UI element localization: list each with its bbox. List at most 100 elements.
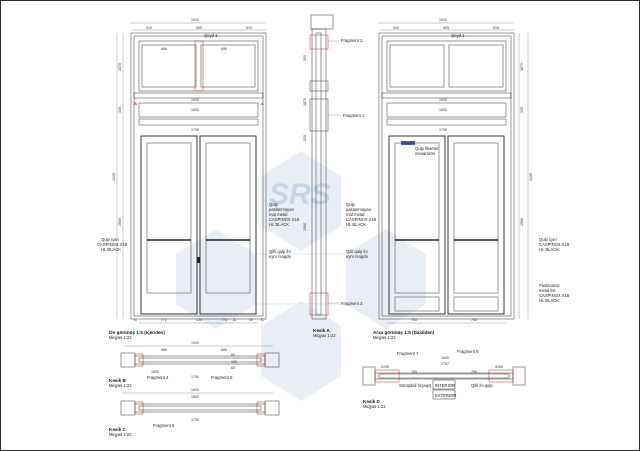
front-view-title: Ön görünüş 1:5 (Içeriden) (109, 329, 165, 335)
label-section-c-title-lines-1: Miqyas 1:22 (109, 432, 132, 437)
label-front-view-height-dims-1: 330 (118, 107, 122, 113)
label-rear-view-height-dims-1: 330 (520, 107, 524, 113)
label-rear-view-bottom-dims-1: 765 (471, 318, 477, 322)
label-rear-view-right-label-upper-0: Qulp içəri (539, 237, 557, 242)
label-rear-view-height-dims-3: 4100 (529, 173, 533, 181)
label-front-view-dims-mid-1: 1800 (191, 108, 199, 112)
front-transom-glass-left (141, 44, 197, 88)
label-section-a-fragments-1: Fragment 1 (343, 113, 365, 118)
label-rear-view-right-label-upper-1: CASPINOX X18 (539, 242, 570, 247)
label-section-a-dims-3: 2900 (303, 223, 307, 231)
rear-transom-glass-left (389, 44, 445, 88)
section-c-title: Kəsik C (109, 427, 127, 432)
label-front-view-left-label-0: Qulp içəri (101, 237, 119, 242)
label-section-d-dims-4: 765 (411, 370, 417, 374)
label-rear-view-handle-note-0: Qulp fikseter (415, 146, 439, 151)
label-front-view-markers-3: A (233, 317, 236, 322)
label-rear-view-right-label-lower-2: CASPINOX X18 (539, 293, 570, 298)
label-front-view-dims-top-2: 510 (246, 26, 252, 30)
label-rear-view-dims-mid-0: 1920 (439, 98, 447, 102)
rear-door-left-glass (394, 142, 440, 294)
label-section-a-dims-2: 330 (303, 135, 307, 141)
label-front-view-bottom-dims-3: 30 (249, 318, 253, 322)
label-section-d-fragments-1: Fragment 8 (457, 349, 479, 354)
label-rear-view-left-label-lower-1: eyni rəngdə (346, 254, 369, 259)
label-rear-view-left-label-lower-0: Qifil qulp ilə (346, 249, 368, 254)
label-front-view-title-lines-1: Miqyas 1:22 (109, 335, 132, 340)
label-section-b-dims-5: 120 (231, 360, 237, 364)
rear-kickplate-left (394, 296, 440, 312)
label-section-b-dims-6: 60 (231, 353, 235, 357)
label-section-c-fragments-0: Fragment 6 (153, 423, 175, 428)
front-view: 1920 510 905 510 Qeyd 1 686 686 1920 180… (97, 18, 300, 340)
label-front-view-bottom-dims-1: 120 (196, 318, 202, 322)
label-rear-view-right-label-lower-0: Paslanmaz (539, 283, 560, 288)
front-transom-label: Qeyd 1 (204, 33, 218, 38)
label-rear-view-right-label-lower-1: metal list (539, 288, 556, 293)
rear-door-right-glass (453, 142, 499, 294)
front-door-left-glass (146, 142, 192, 294)
rear-transom-label: Qeyd 1 (451, 33, 465, 38)
label-section-d-notes-0: Sürüşdəli fırçaqış (399, 383, 431, 388)
label-rear-view-dims-top-2: 510 (493, 26, 499, 30)
label-front-view-right-label-upper-3: CASPINOX X18 (269, 217, 300, 222)
label-front-view-right-label-upper-2: mat metal (269, 212, 287, 217)
label-rear-view-left-label-upper-3: CASPINOX X18 (346, 217, 377, 222)
label-rear-view-right-label-lower-3: HL BLACK (539, 298, 559, 303)
label-rear-view-bottom-dims-0: 765 (411, 318, 417, 322)
rear-view: 1920 510 905 510 Qeyd 1 1920 1800 1700 Q… (346, 18, 570, 340)
label-section-b-dims-2: 686 (221, 348, 227, 352)
label-front-view-left-label-2: HL BLACK (101, 247, 121, 252)
label-front-view-right-label-lower-0: Qifil qulp ilə (269, 249, 291, 254)
label-rear-view-handle-note-1: mexanizmi (415, 151, 435, 156)
label-rear-view-left-label-upper-0: Qulp (346, 202, 356, 207)
label-rear-view-dims-mid-1: 1800 (439, 108, 447, 112)
label-front-view-dims-mid-0: 1920 (191, 98, 199, 102)
label-section-b-dims-1: 686 (161, 348, 167, 352)
label-section-d-dims-5: 765 (471, 370, 477, 374)
label-front-view-right-label-upper-4: HL BLACK (269, 222, 289, 227)
front-transom-glass-right (200, 44, 256, 88)
label-section-d-notes-1: Qifil ilə qulp (471, 383, 493, 388)
label-front-view-transom-sub-1: 686 (221, 47, 227, 51)
label-section-c-dims-2: 1700 (191, 418, 199, 422)
label-front-view-height-dims-3: 4100 (112, 173, 116, 181)
rear-transom-glass-right (448, 44, 504, 88)
label-section-a-dims-1: 1870 (303, 98, 307, 106)
label-section-a-fragments-0: Fragment 2 (341, 38, 363, 43)
watermark-text: SRS (269, 178, 331, 211)
section-d-title: Kəsik D (363, 399, 381, 404)
section-b-title: Kəsik B (109, 378, 127, 383)
front-lock-icon (197, 257, 200, 263)
label-front-view-dims-top-0: 510 (146, 26, 152, 30)
label-front-view-right-label-upper-0: Qulp (269, 202, 279, 207)
label-front-view-dims-top-1: 905 (196, 26, 202, 30)
label-rear-view-height-dims-2: 2900 (520, 218, 524, 226)
label-section-d-dims-0: 1920 (441, 356, 449, 360)
section-a-title: Kəsik A (313, 328, 330, 333)
label-section-b-title-lines-1: Miqyas 1:22 (109, 383, 132, 388)
label-front-view-bottom-dims-0: 772 (161, 318, 167, 322)
label-section-d-labels-1: EXTERIOR (435, 393, 456, 398)
label-section-b-dims-4: 1700 (191, 375, 199, 379)
label-front-view-right-label-lower-1: eyni rəngdə (269, 254, 292, 259)
label-rear-view-title-lines-1: Miqyas 1:22 (373, 335, 396, 340)
label-section-d-dims-2: 4195 (381, 365, 389, 369)
label-rear-view-dims-mid-2: 1700 (439, 128, 447, 132)
label-rear-view-left-label-upper-4: HL BLACK (346, 222, 366, 227)
label-front-view-markers-4: C (261, 317, 264, 322)
label-rear-view-left-label-upper-2: mat metal (346, 212, 364, 217)
rear-view-title: Arxa görünüş 1:5 (Daxilden) (373, 330, 435, 335)
label-rear-view-height-dims-0: 1870 (520, 63, 524, 71)
label-rear-view-left-label-upper-1: paslanmayan (346, 207, 372, 212)
label-front-view-right-label-upper-1: paslanmayan (269, 207, 295, 212)
label-section-b-dims-0: 1920 (191, 341, 199, 345)
section-b: 1920 686 686 1800 1700 120 60 60 Fragmen… (109, 341, 280, 388)
label-section-d-dims-1: 1767 (441, 362, 449, 366)
label-section-a-fragments-2: Fragment 3 (341, 301, 363, 306)
label-section-b-fragments-1: Fragment 5 (211, 375, 233, 380)
label-front-view-markers-1: A (261, 101, 264, 106)
label-front-view-markers-0: B (134, 101, 137, 106)
label-section-d-dims-3: 4195 (495, 365, 503, 369)
